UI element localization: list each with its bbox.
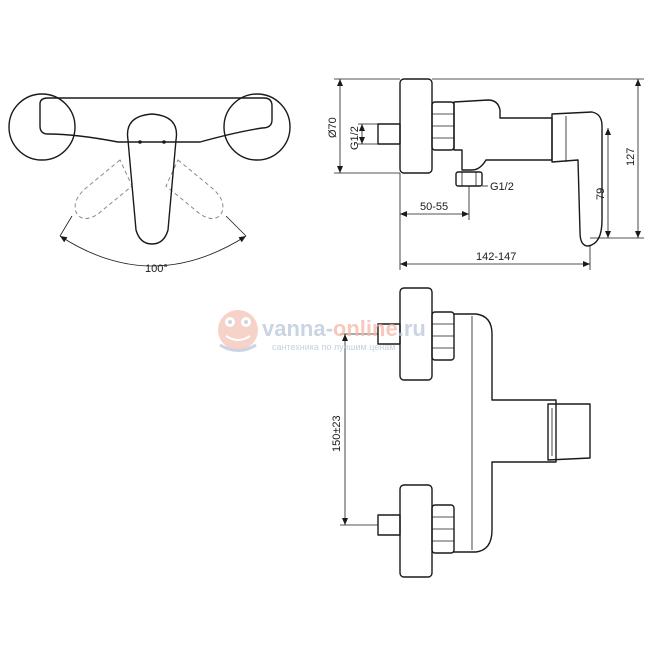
side-rose [399, 78, 433, 174]
brand-suffix: .ru [398, 316, 426, 341]
center-distance-label: 150±23 [331, 415, 343, 452]
side-outlet [455, 171, 483, 187]
lower-rose [399, 484, 433, 578]
top-lever [547, 403, 591, 461]
handle-left-position [74, 159, 133, 219]
brand-accent: online [333, 316, 398, 341]
side-body [453, 99, 553, 171]
angle-label: 100° [145, 263, 168, 275]
inlet-thread-label: G1/2 [349, 126, 361, 150]
left-rose [8, 93, 76, 161]
top-view: 150±23 [331, 287, 591, 578]
svg-text:vanna-online.ru: vanna-online.ru [262, 316, 426, 341]
side-view: Ø70 G1/2 G1/2 50-55 79 127 142-147 [327, 78, 644, 270]
side-lever [551, 111, 603, 247]
right-rose [223, 93, 291, 161]
handle-right-position [165, 159, 224, 219]
diameter-label: Ø70 [327, 117, 339, 138]
watermark: vanna-online.ru сантехника по лучшим цен… [218, 310, 426, 352]
outlet-thread-label: G1/2 [490, 181, 514, 193]
rotation-arc [59, 235, 247, 267]
brand-tagline: сантехника по лучшим ценам [272, 342, 395, 352]
total-height-label: 127 [625, 148, 637, 166]
inlet-stub [377, 123, 401, 145]
front-view: 100° [8, 93, 291, 275]
frog-logo-icon [218, 310, 258, 352]
brand-main: vanna- [262, 316, 333, 341]
top-body [453, 313, 557, 553]
mixer-body [39, 97, 273, 143]
lower-inlet [377, 514, 401, 536]
outlet-height-label: 79 [595, 188, 607, 200]
offset-label: 50-55 [420, 201, 448, 213]
projection-label: 142-147 [476, 251, 516, 263]
